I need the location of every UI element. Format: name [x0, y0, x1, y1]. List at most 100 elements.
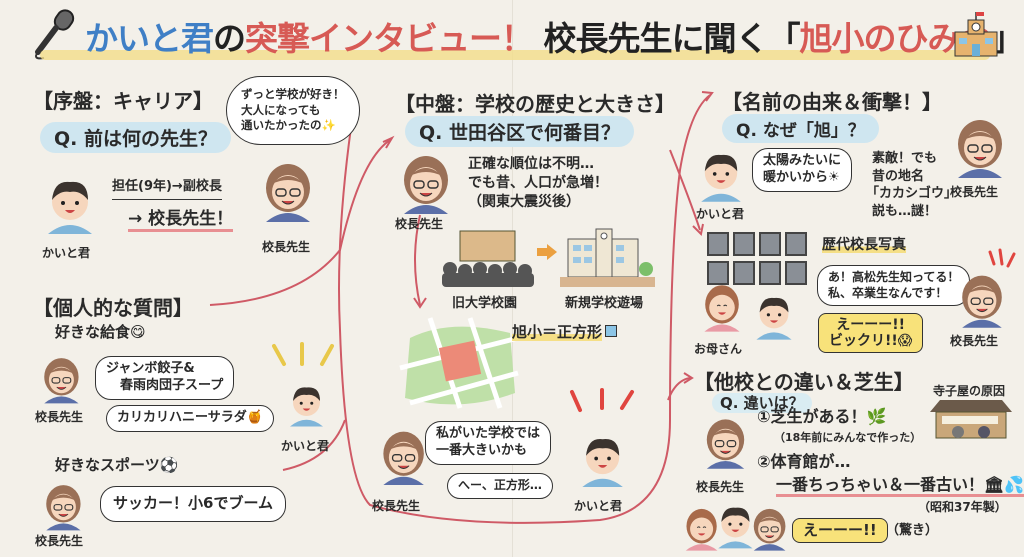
page-title: かいと君の突撃インタビュー！ 校長先生に聞く「旭小のひみつ」 [85, 12, 1024, 60]
principal-avatar [957, 119, 1003, 179]
thought-line: ずっと学校が好き！ [241, 87, 345, 101]
lunch-principal-bubble: ジャンボ餃子& 春雨肉団子スープ [95, 356, 235, 400]
kaito-label: かいと君 [574, 499, 623, 513]
history-heading: 【中盤：学校の歴史と大きさ】 [395, 92, 675, 116]
principal-label: 校長先生 [950, 185, 999, 199]
title-no: の [213, 19, 246, 58]
school-building-icon [954, 12, 998, 57]
kaito-label: かいと君 [42, 246, 91, 260]
square-label: 旭小＝正方形 [512, 323, 603, 341]
lunch-boy-bubble: カリカリハニーサラダ🍯 [106, 405, 274, 432]
bubble-line: 私、卒業生なんです！ [828, 285, 948, 300]
principal-thought-bubble: ずっと学校が好き！ 大人になっても 通いたかったの✨ [226, 76, 360, 145]
kaito-avatar [290, 387, 323, 427]
sports-label: 好きなスポーツ⚽ [55, 456, 179, 474]
principal-avatar [265, 163, 311, 223]
thought-line: 通いたかったの✨ [241, 118, 336, 133]
burst-line: ビックリ!!😱 [829, 333, 913, 350]
title-kaito: かいと君 [85, 19, 214, 58]
principal-avatar [961, 274, 1003, 329]
mother-bubble: あ！高松先生知ってる！ 私、卒業生なんです！ [817, 265, 971, 307]
career-path: 担任(9年)→副校長 [112, 178, 222, 200]
kaito-avatar [756, 297, 792, 340]
blue-square-icon [605, 325, 618, 337]
exclamation-icon [988, 248, 1016, 268]
thought-line: 大人になっても [241, 102, 321, 117]
difference-point-2-detail: 一番ちっちゃい＆一番古い！🏛💦 [776, 475, 1024, 497]
burst-line: えーーー!! [836, 317, 906, 333]
terakoya-label: 寺子屋の原因 [933, 384, 1006, 398]
sports-bubble: サッカー！小6でブーム [100, 486, 286, 522]
principal-label: 校長先生 [35, 534, 84, 548]
kaito-label: かいと君 [281, 439, 330, 453]
new-school-label: 新規学校遊場 [565, 296, 644, 311]
principal-avatar [43, 357, 80, 404]
principal-label: 校長先生 [696, 480, 745, 494]
bubble-line: 春雨肉団子スープ [120, 377, 224, 393]
kaito-label: かいと君 [696, 207, 745, 221]
terakoya-illustration [930, 400, 1012, 439]
answer-line: 正確な順位は不明… [468, 156, 594, 172]
principal-avatar [382, 431, 425, 486]
kaito-avatar [582, 439, 623, 488]
surprise-burst: えーーー!! ビックリ!!😱 [818, 313, 924, 354]
difference-point-1: ①芝生がある！🌿 [757, 407, 887, 426]
principal-photos-icon [707, 232, 807, 285]
name-origin-boy-bubble: 太陽みたいに 暖かいから☀ [752, 148, 853, 192]
exclamation-icon [272, 342, 334, 366]
differences-heading: 【他校との違い＆芝生】 [694, 370, 914, 394]
title-interview: 突撃インタビュー！ [245, 19, 534, 58]
three-people-avatars [685, 507, 786, 552]
principal-label: 校長先生 [35, 410, 84, 424]
bubble-line: あ！高松先生知ってる！ [828, 270, 960, 284]
text-line: 「カカシゴウ」 [866, 186, 958, 202]
bubble-line: 私がいた学校では [436, 426, 541, 441]
lunch-label: 好きな給食😋 [55, 323, 146, 341]
new-school-illustration [560, 228, 655, 287]
bubble-line: 暖かいから☀ [763, 169, 840, 185]
principal-label: 校長先生 [262, 240, 311, 254]
old-school-label: 旧大学校園 [452, 296, 518, 311]
final-surprise-note: （驚き） [886, 523, 939, 538]
final-surprise-burst: えーーー!! [792, 518, 888, 544]
bubble-line: ジャンボ餃子& [106, 361, 195, 376]
text-line: 説も…謎！ [872, 203, 938, 219]
name-origin-question: Q. なぜ「旭」？ [722, 114, 879, 143]
difference-point-2: ②体育館が… [757, 452, 851, 471]
principal-label: 校長先生 [395, 217, 444, 231]
personal-heading: 【個人的な質問】 [33, 296, 193, 320]
difference-point-2-note: （昭和37年製） [918, 500, 1007, 514]
mother-label: お母さん [694, 342, 743, 356]
bubble-line: 一番大きいかも [436, 442, 528, 458]
text-line: 昔の地名 [872, 168, 925, 184]
principal-avatar [45, 484, 82, 531]
principal-label: 校長先生 [950, 334, 999, 348]
differences-question: Q. 違いは？ [712, 393, 812, 414]
kaito-avatar [701, 154, 741, 202]
principal-label: 校長先生 [372, 499, 421, 513]
career-heading: 【序盤：キャリア】 [33, 89, 213, 113]
answer-line: （関東大震災後） [468, 193, 580, 210]
arrow-right-icon [537, 244, 557, 260]
principal-avatar [403, 155, 449, 215]
bubble-line: 太陽みたいに [763, 153, 842, 168]
career-question: Q. 前は何の先生？ [40, 122, 231, 153]
text-line: 素敵！でも [872, 151, 938, 166]
history-answer: 正確な順位は不明… でも昔、人口が急増！ （関東大震災後） [468, 155, 608, 212]
photos-label: 歴代校長写真 [822, 237, 906, 253]
answer-line: でも昔、人口が急増！ [468, 174, 608, 191]
name-origin-heading: 【名前の由来＆衝撃！】 [722, 90, 942, 114]
old-school-crowd-illustration [442, 230, 534, 287]
kaito-avatar [48, 181, 92, 234]
career-result: → 校長先生！ [128, 209, 234, 232]
principal-avatar [706, 418, 745, 470]
mother-avatar [703, 284, 741, 333]
title-ask-principal: 校長先生に聞く「 [543, 19, 801, 58]
exclamation-icon [570, 388, 634, 412]
history-principal-bubble: 私がいた学校では 一番大きいかも [425, 421, 552, 465]
title-highlight [40, 50, 990, 60]
name-origin-principal-text: 素敵！でも 昔の地名 「カカシゴウ」 説も…謎！ [866, 150, 957, 220]
difference-point-1-note: （18年前にみんなで作った） [774, 431, 922, 444]
history-boy-bubble: へー、正方形… [447, 473, 553, 499]
